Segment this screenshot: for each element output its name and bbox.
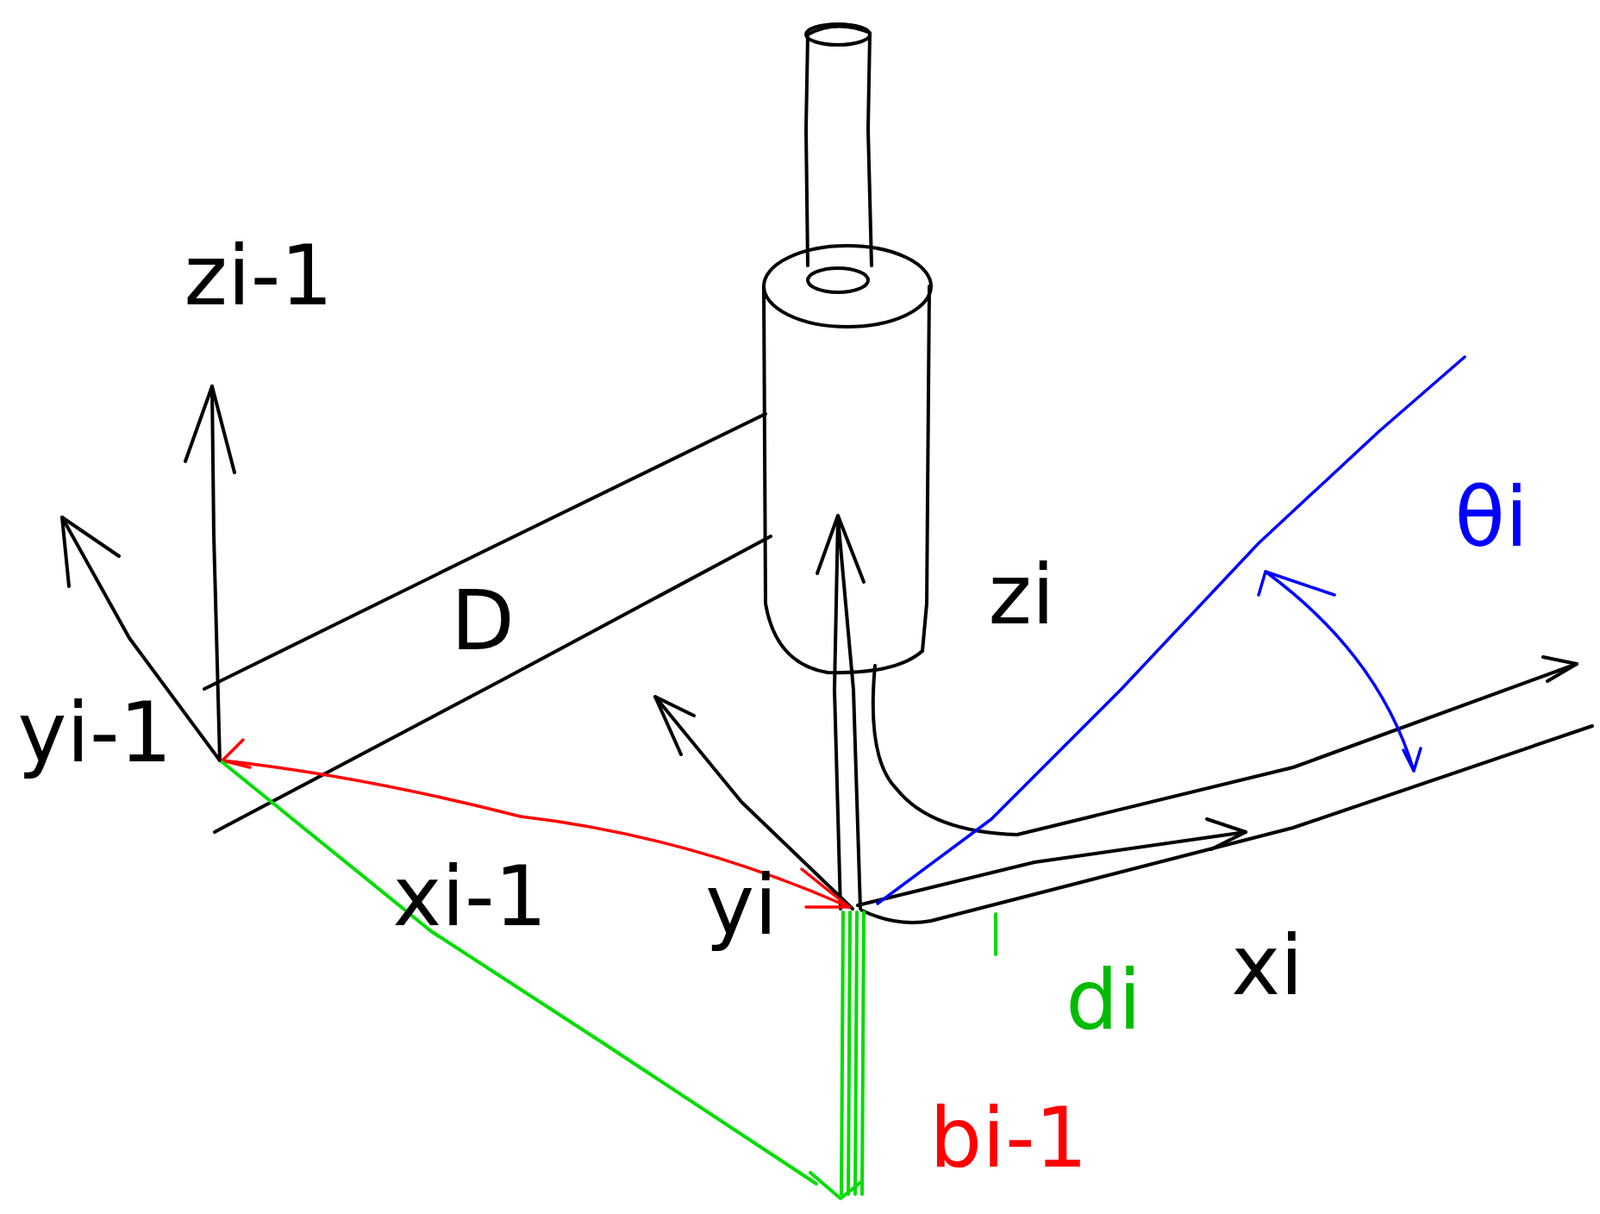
axis-label: yi (705, 863, 777, 947)
axis-label: θi (1454, 475, 1528, 559)
z-axis (837, 517, 861, 909)
arrow-head (1258, 571, 1335, 595)
z-axis (834, 517, 841, 909)
axis-label: D (450, 579, 515, 663)
axis-label: zi-1 (184, 234, 334, 318)
arrow-head (817, 515, 864, 582)
cylinder-top (763, 245, 932, 327)
arrow-head (1403, 748, 1421, 771)
distance-line (222, 762, 817, 1184)
arrow-head (185, 386, 235, 473)
distance-line (841, 912, 864, 1194)
axis-label: xi (1231, 924, 1303, 1007)
arrow-head (1543, 656, 1577, 682)
rod-base (807, 268, 869, 293)
link-left-edge (214, 536, 771, 832)
arrow-head (222, 739, 250, 768)
link-left-edge (204, 413, 766, 689)
axis-label: xi-1 (392, 855, 547, 938)
axis-label: di (1065, 958, 1142, 1042)
tick (993, 913, 998, 955)
arrow-head (810, 1172, 863, 1199)
arrow-head (655, 696, 694, 755)
arrow-head (62, 517, 119, 587)
link-right-edge (873, 663, 1577, 835)
arrow-head (801, 868, 850, 907)
rotated-axis (877, 356, 1465, 904)
axis-label: yi-1 (17, 691, 172, 775)
rod-top (806, 24, 870, 45)
link-right-edge (862, 725, 1593, 923)
axis-label: bi-1 (929, 1096, 1088, 1180)
arrow-head (1206, 818, 1246, 850)
axis-label: zi (987, 553, 1055, 637)
x-axis (857, 831, 1246, 906)
angle-arc (1265, 571, 1414, 771)
z-axis (212, 386, 220, 761)
rod (806, 25, 872, 266)
